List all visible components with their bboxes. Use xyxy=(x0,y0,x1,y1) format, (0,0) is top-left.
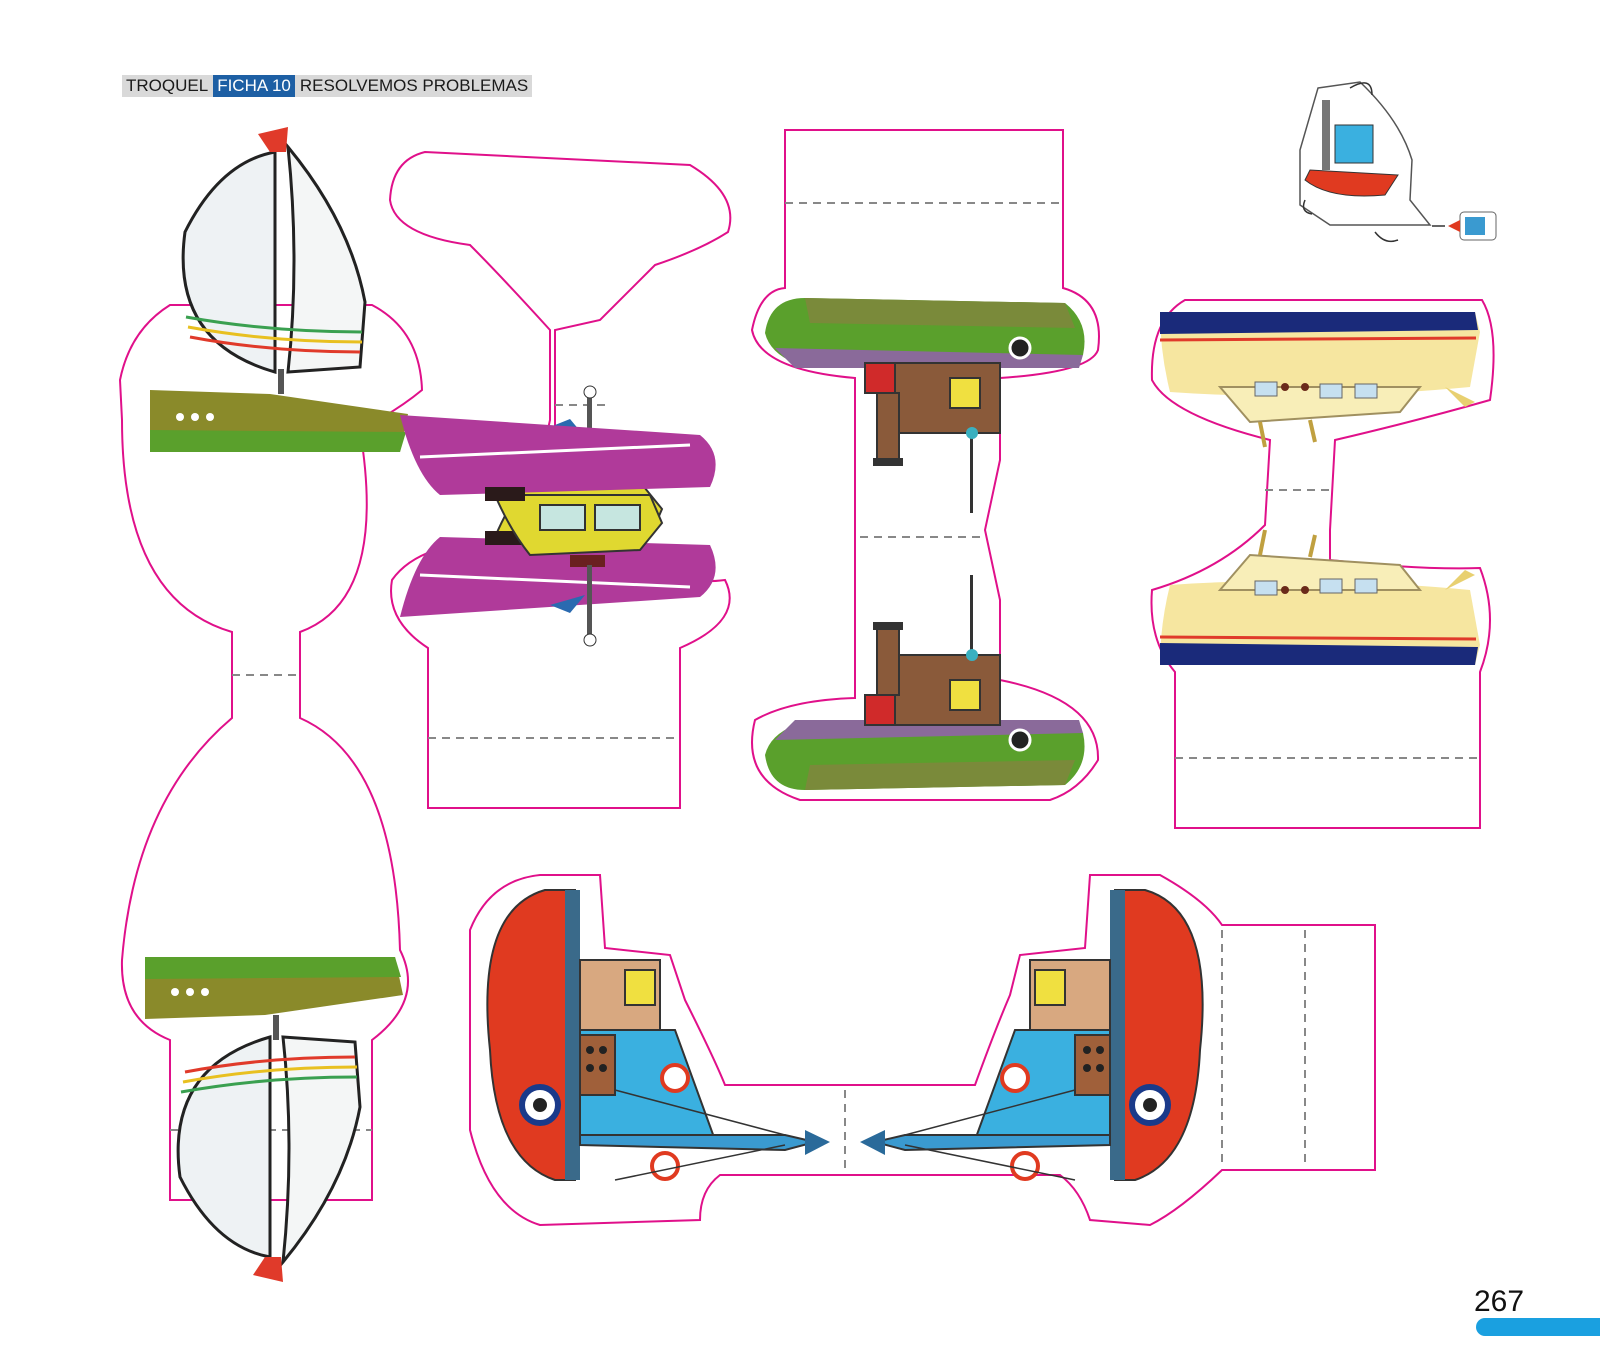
fishing-boat-cutout xyxy=(469,874,1376,1227)
assembly-diagram-icon xyxy=(1299,81,1432,243)
page-number-bar xyxy=(1476,1318,1600,1336)
yacht-cutout xyxy=(1150,299,1495,829)
sailboat-cutout xyxy=(118,125,424,1284)
motorboat-cutout xyxy=(388,150,732,809)
page-header: TROQUEL FICHA 10 RESOLVEMOS PROBLEMAS xyxy=(122,75,533,97)
header-troquel: TROQUEL xyxy=(126,76,209,95)
header-ficha: FICHA 10 xyxy=(213,75,295,97)
tugboat-cutout xyxy=(750,129,1100,801)
page-number: 267 xyxy=(1474,1285,1525,1318)
glue-bottle-icon xyxy=(1432,211,1497,241)
header-title: RESOLVEMOS PROBLEMAS xyxy=(299,76,529,95)
